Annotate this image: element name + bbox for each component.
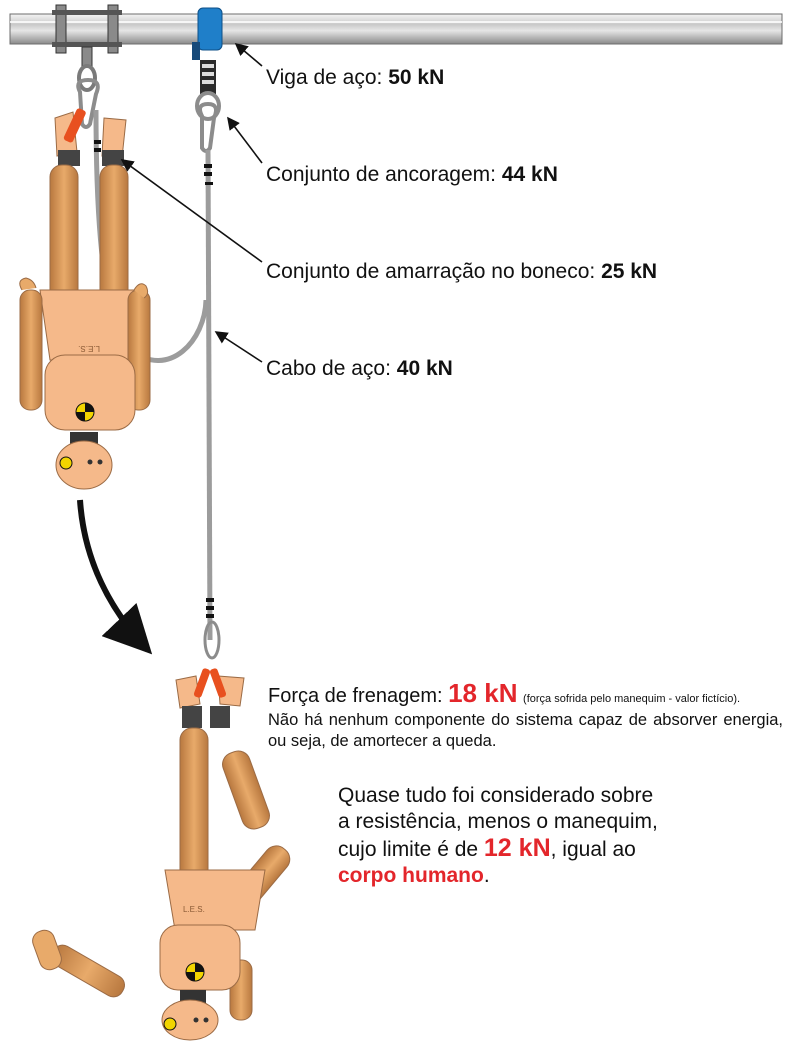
steel-cable (203, 149, 221, 660)
label-steel-cable: Cabo de aço: 40 kN (266, 357, 453, 381)
braking-force-label: Força de frenagem: (268, 685, 449, 707)
conclusion-part2: , igual ao (550, 838, 636, 861)
label-lanyard-set-text: Conjunto de amarração no boneco: (266, 260, 602, 283)
label-steel-beam-text: Viga de aço: (266, 66, 389, 89)
label-anchor-set-text: Conjunto de ancoragem: (266, 163, 502, 186)
fall-arrow (77, 499, 153, 655)
dummy-after-fall: L.E.S. (32, 668, 291, 1041)
anchor-device (192, 7, 223, 121)
conclusion-limit: 12 kN (483, 834, 551, 862)
braking-force-note: (força sofrida pelo manequim - valor fic… (523, 693, 741, 705)
label-anchor-set-value: 44 kN (501, 163, 558, 186)
label-steel-beam-value: 50 kN (388, 66, 445, 89)
conclusion-part1: Quase tudo foi considerado sobre a resis… (338, 784, 658, 861)
conclusion-part3: . (483, 864, 490, 887)
braking-description: Não há nenhum componente do sistema capa… (268, 711, 783, 750)
steel-beam (9, 13, 783, 45)
label-lanyard-set: Conjunto de amarração no boneco: 25 kN (266, 260, 657, 284)
label-steel-cable-text: Cabo de aço: (266, 357, 397, 380)
dummy-marking-top: L.E.S. (78, 344, 100, 353)
leader-lines (120, 42, 263, 363)
label-lanyard-set-value: 25 kN (601, 260, 658, 283)
label-steel-beam: Viga de aço: 50 kN (266, 66, 444, 90)
dummy-marking-bottom: L.E.S. (183, 905, 205, 914)
braking-force: Força de frenagem: 18 kN (força sofrida … (268, 678, 740, 709)
conclusion-note: Quase tudo foi considerado sobre a resis… (338, 783, 660, 889)
label-anchor-set: Conjunto de ancoragem: 44 kN (266, 163, 558, 187)
top-carabiners (76, 77, 218, 153)
braking-force-value: 18 kN (448, 678, 518, 708)
dummy-before-fall: L.E.S. (19, 108, 151, 490)
conclusion-highlight: corpo humano (338, 864, 484, 887)
label-steel-cable-value: 40 kN (396, 357, 453, 380)
beam-clamp (52, 4, 122, 92)
